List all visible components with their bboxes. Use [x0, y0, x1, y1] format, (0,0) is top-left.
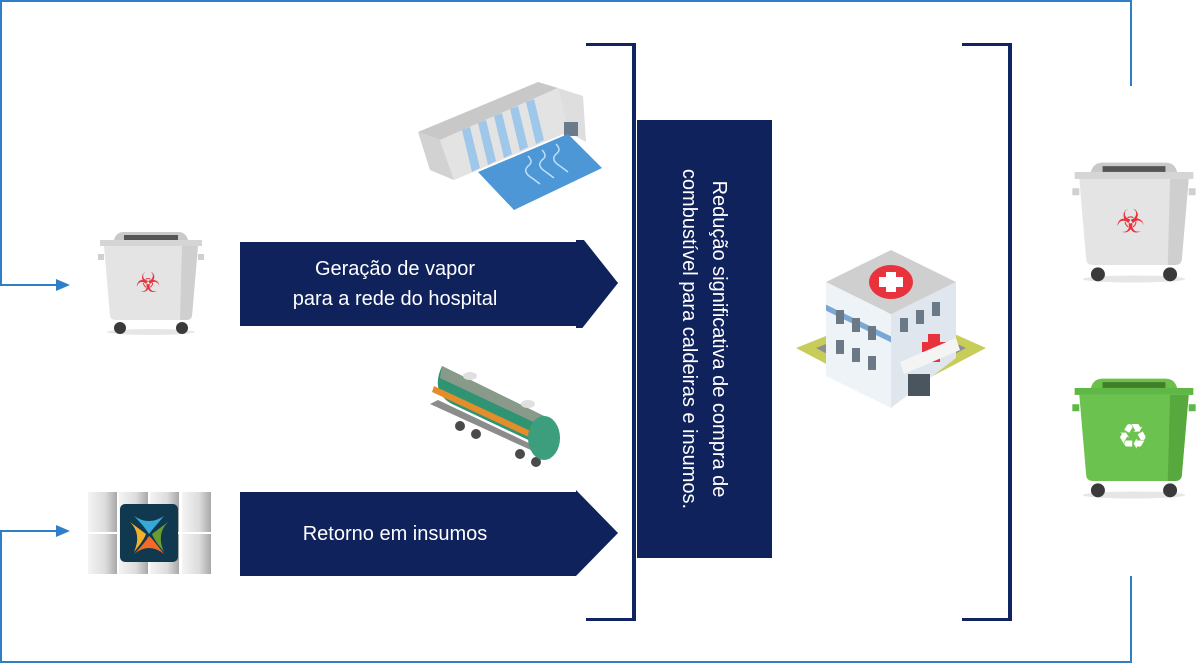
flow-line-left-upper: [0, 0, 2, 286]
arrow-steam-label-line1: Geração de vapor: [314, 258, 476, 280]
flow-line-top: [0, 0, 1132, 2]
biohazard-container-right-icon: ☣: [1072, 162, 1196, 283]
result-text: Redução significativa de compra de combu…: [678, 168, 731, 510]
flow-line-bottom-right-up: [1130, 576, 1132, 663]
flow-line-left-upper-horizontal: [0, 284, 60, 286]
hydroelectric-dam-icon: [418, 82, 602, 210]
arrow-steam-label: Geração de vapor para a rede do hospital: [240, 240, 550, 328]
recycling-container-icon: ♻: [1072, 378, 1196, 499]
svg-text:☣: ☣: [135, 266, 160, 299]
flow-line-left-lower: [0, 530, 2, 663]
flow-line-top-right-down: [1130, 0, 1132, 86]
flow-line-left-lower-horizontal: [0, 530, 60, 532]
arrow-shape: [240, 240, 618, 328]
arrowhead-to-supplies: [56, 525, 70, 537]
bracket-left-center: [586, 43, 636, 621]
flow-line-bottom: [0, 661, 1132, 663]
arrow-supplies-label: Retorno em insumos: [302, 523, 488, 545]
svg-text:♻: ♻: [1117, 417, 1148, 457]
biohazard-container-icon: ☣: [98, 232, 204, 335]
arrowhead-to-biohazard-bin: [56, 279, 70, 291]
result-box: Redução significativa de compra de combu…: [637, 120, 772, 558]
fuel-tank-car-icon: [430, 366, 560, 467]
arrow-supplies-return: Retorno em insumos: [240, 490, 620, 578]
supply-rolls-icon: [88, 492, 211, 574]
arrow-steam-generation: Geração de vapor para a rede do hospital: [240, 240, 620, 328]
svg-text:☣: ☣: [1116, 202, 1145, 240]
arrow-shape: [240, 490, 618, 576]
bracket-right-center: [962, 43, 1012, 621]
arrow-steam-label-line2: para a rede do hospital: [292, 288, 498, 310]
hospital-building-icon: [796, 250, 986, 408]
